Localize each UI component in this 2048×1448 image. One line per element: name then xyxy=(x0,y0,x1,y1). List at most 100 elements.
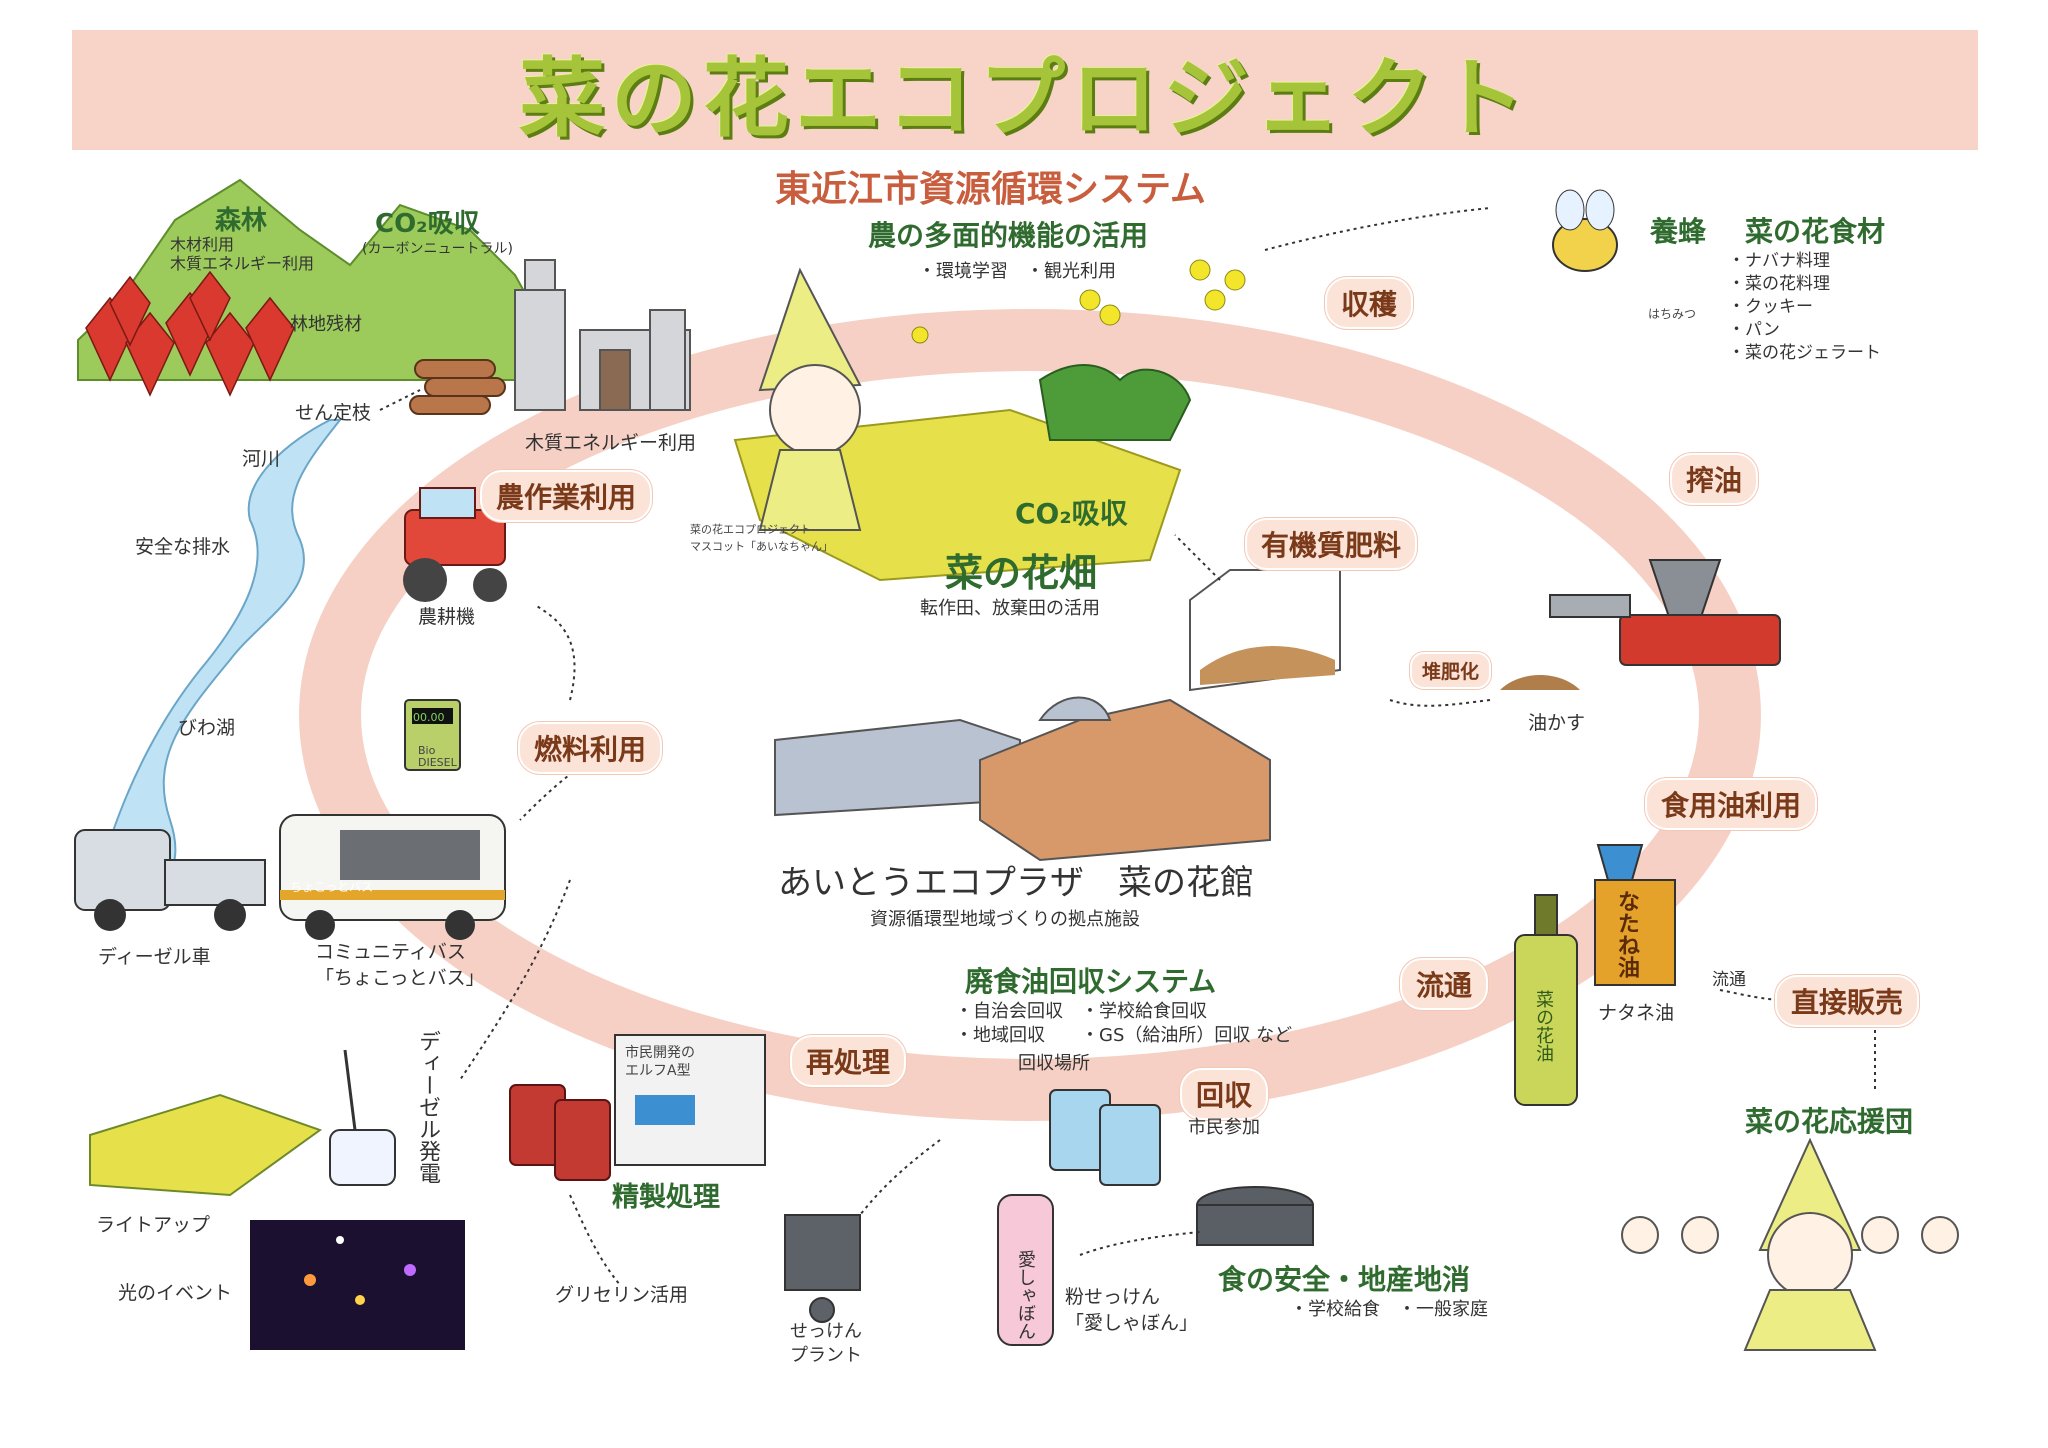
supporters-illustration xyxy=(1621,1137,1959,1351)
food-item: ・パン xyxy=(1728,319,1780,340)
wood-energy-plant xyxy=(514,259,691,411)
farm-title: 農の多面的機能の活用 xyxy=(868,219,1149,252)
refining-machine xyxy=(614,1034,766,1166)
soap-name-line2: 「愛しゃぼん」 xyxy=(1065,1311,1199,1334)
tractor-label: 農耕機 xyxy=(418,606,476,628)
pruning-label: せん定枝 xyxy=(295,402,372,424)
page-title: 菜の花エコプロジェクト xyxy=(519,48,1531,149)
oil-drums xyxy=(509,1084,611,1181)
food-item: ・クッキー xyxy=(1728,296,1813,317)
mascot-caption: 菜の花エコプロジェクト マスコット「あいなちゃん」 xyxy=(690,522,833,555)
field-title: 菜の花畑 xyxy=(945,551,1098,595)
food-list: ・ナバナ料理 ・菜の花料理 ・クッキー ・パン ・菜の花ジェラート xyxy=(1728,250,1881,365)
pill-fertilizer: 有機質肥料 xyxy=(1245,518,1418,570)
lightup-field xyxy=(89,1049,396,1197)
tractor-illustration xyxy=(403,487,507,602)
wood-energy-label: 木質エネルギー利用 xyxy=(525,432,697,454)
mascot-caption-line2: マスコット「あいなちゃん」 xyxy=(690,539,833,553)
soap-bottle-label: 愛しゃぼん xyxy=(1015,1250,1036,1340)
bus-illustration xyxy=(279,814,506,940)
pill-distribution: 流通 xyxy=(1400,958,1489,1010)
flow-arrows xyxy=(379,207,1876,1286)
river-label: 河川 xyxy=(242,448,281,470)
forest-title: 森林 xyxy=(215,206,268,236)
pill-harvest: 収穫 xyxy=(1325,277,1414,329)
diesel-car-label: ディーゼル車 xyxy=(98,946,211,968)
plaza-title: あいとうエコプラザ 菜の花館 xyxy=(778,863,1254,903)
waste-oil-list: ・自治会回収 ・学校給食回収 ・地域回収 ・GS（給油所）回収 など xyxy=(955,1000,1292,1049)
pill-compost: 堆肥化 xyxy=(1410,652,1492,689)
forest-residue-label: 林地残材 xyxy=(290,314,362,335)
co2-top-sub: (カーボンニュートラル) xyxy=(362,241,513,257)
collection-tanks xyxy=(1049,1089,1161,1186)
oil-can-label: なたね油 xyxy=(1614,890,1639,978)
light-event-label: 光のイベント xyxy=(118,1282,233,1304)
food-item: ・ナバナ料理 xyxy=(1728,251,1830,271)
pill-collection: 回収 xyxy=(1180,1068,1269,1120)
food-title: 菜の花食材 xyxy=(1745,215,1886,248)
rapeseed-oil-bottle xyxy=(1514,894,1578,1106)
soap-name-label: 粉せっけん 「愛しゃぼん」 xyxy=(1065,1285,1198,1336)
flow-label: 流通 xyxy=(1712,970,1746,990)
fuel-pump-illustration xyxy=(404,699,461,771)
mascot-farm xyxy=(758,267,862,531)
food-safety-title: 食の安全・地産地消 xyxy=(1218,1263,1471,1296)
bus-label-line2: 「ちょこっとバス」 xyxy=(315,966,485,989)
light-event-illustration xyxy=(250,1220,465,1350)
mascot-caption-line1: 菜の花エコプロジェクト xyxy=(690,523,811,536)
food-safety-sub: ・学校給食 ・一般家庭 xyxy=(1290,1299,1488,1320)
compost-shed xyxy=(1189,569,1341,692)
pill-cooking-oil: 食用油利用 xyxy=(1645,778,1818,830)
bus-sign: ちょこっとバス xyxy=(290,880,374,894)
refining-title: 精製処理 xyxy=(612,1182,720,1213)
soap-plant-line1: せっけん xyxy=(790,1321,862,1342)
waste-oil-row: ・自治会回収 ・学校給食回収 xyxy=(955,1001,1207,1022)
pill-press: 搾油 xyxy=(1670,453,1759,505)
lightup-label: ライトアップ xyxy=(96,1214,211,1236)
diesel-power-label: ディーゼル発電 xyxy=(415,1030,440,1184)
soap-plant-line2: プラント xyxy=(790,1345,862,1367)
forest-use-timber: 木材利用 xyxy=(170,235,235,254)
field-sub: 転作田、放棄田の活用 xyxy=(920,598,1100,619)
safe-drainage-label: 安全な排水 xyxy=(135,536,231,558)
forest-mountains xyxy=(77,178,541,397)
pill-farmwork: 農作業利用 xyxy=(480,470,653,522)
bee-illustration xyxy=(1552,189,1618,272)
beekeeping-title: 養蜂 xyxy=(1650,215,1707,248)
citizen-label: 市民参加 xyxy=(1188,1117,1260,1138)
pump-display: 00.00 xyxy=(413,711,445,724)
glycerin-label: グリセリン活用 xyxy=(555,1284,689,1306)
bio-diesel-sign: Bio DIESEL xyxy=(418,744,457,770)
honey-jar-label: はちみつ xyxy=(1648,307,1697,321)
waste-oil-title: 廃食油回収システム xyxy=(965,965,1217,998)
bus-label: コミュニティバス 「ちょこっとバス」 xyxy=(315,940,485,991)
bio-diesel-line2: DIESEL xyxy=(418,756,457,770)
co2-top-title: CO₂吸収 xyxy=(375,209,480,239)
pill-reprocess: 再処理 xyxy=(790,1035,907,1087)
plaza-building xyxy=(774,696,1271,862)
soap-plant xyxy=(784,1214,861,1323)
pill-direct-sales: 直接販売 xyxy=(1775,975,1920,1027)
refining-machine-line1: 市民開発の xyxy=(625,1045,695,1061)
oil-bottle-label: 菜の花油 xyxy=(1533,990,1554,1062)
collection-place-label: 回収場所 xyxy=(1018,1053,1090,1074)
circulation-ring xyxy=(299,309,1761,1121)
field-co2: CO₂吸収 xyxy=(1015,497,1128,530)
rapeseed-field xyxy=(733,259,1246,582)
subtitle: 東近江市資源循環システム xyxy=(775,169,1206,210)
oil-press-illustration xyxy=(1500,559,1781,690)
forest-use-energy: 木質エネルギー利用 xyxy=(170,254,315,274)
soap-bottle xyxy=(997,1194,1054,1346)
refining-machine-line2: エルフA型 xyxy=(625,1062,691,1079)
oil-cake-label: 油かす xyxy=(1528,712,1586,734)
bus-label-line1: コミュニティバス xyxy=(315,941,466,963)
waste-oil-row: ・地域回収 ・GS（給油所）回収 など xyxy=(955,1025,1293,1047)
bio-diesel-line1: Bio xyxy=(418,744,436,757)
food-item: ・菜の花料理 xyxy=(1728,273,1830,294)
plaza-sub: 資源循環型地域づくりの拠点施設 xyxy=(870,909,1140,930)
forest-uses: 木材利用 木質エネルギー利用 xyxy=(170,235,314,273)
biwako-label: びわ湖 xyxy=(178,717,236,739)
rapeseed-oil-label: ナタネ油 xyxy=(1598,1002,1675,1024)
farm-items: ・環境学習 ・観光利用 xyxy=(918,261,1116,282)
